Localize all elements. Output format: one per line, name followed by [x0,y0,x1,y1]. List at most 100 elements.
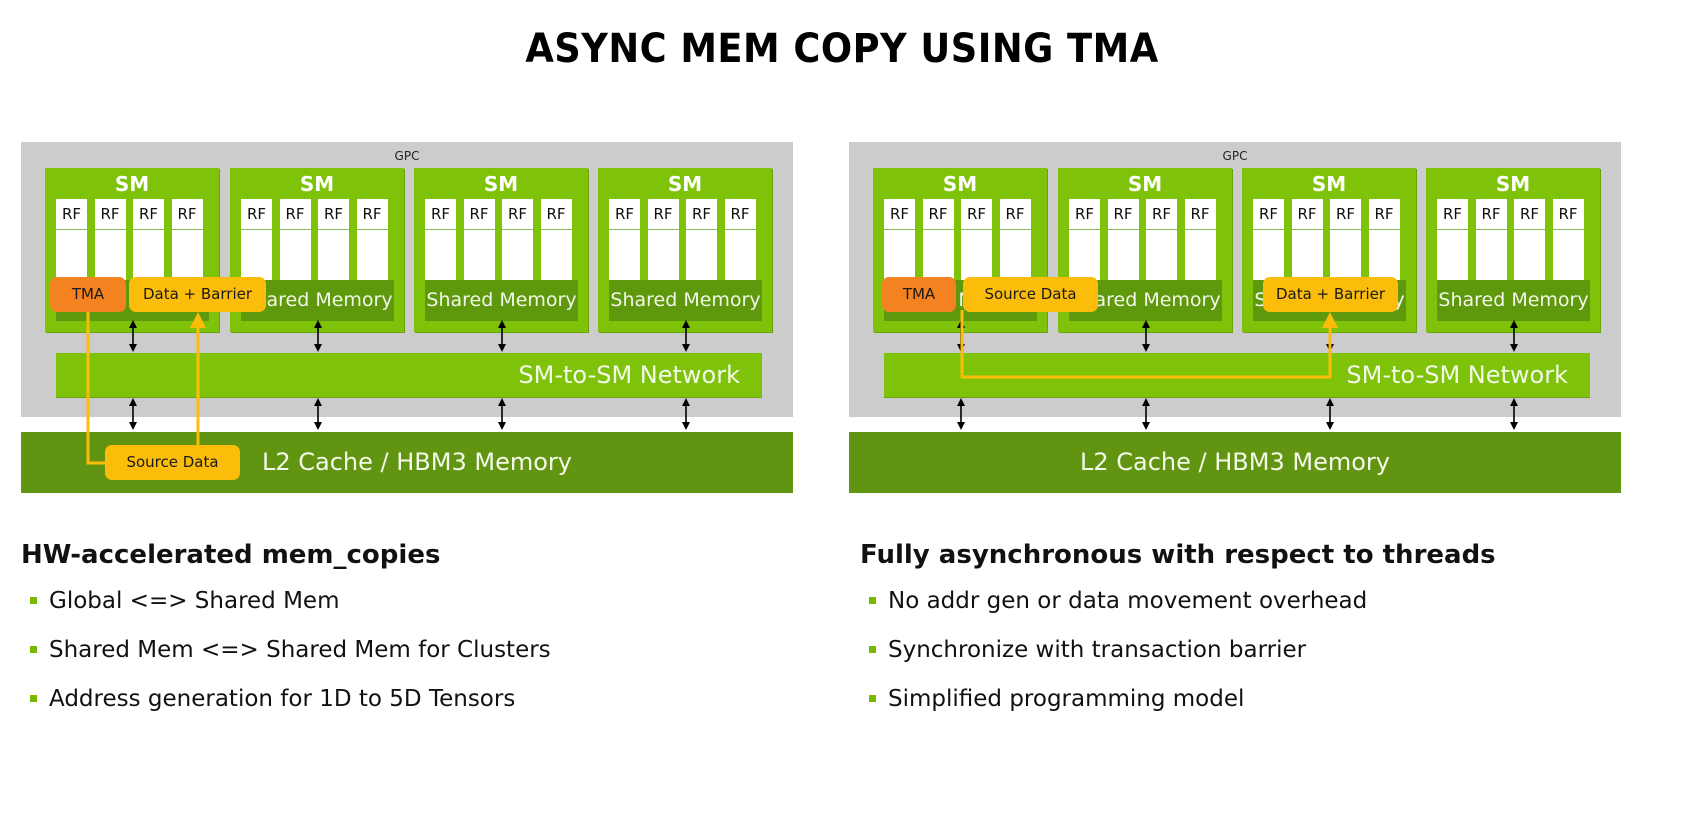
rf-label: RF [279,199,311,230]
register-file: RF [56,199,87,280]
rf-label: RF [1146,199,1177,230]
sm-to-sm-network: SM-to-SM Network [884,353,1590,397]
rf-label: RF [1514,199,1545,230]
rf-label: RF [56,199,87,230]
rf-label: RF [961,199,992,230]
rf-label: RF [94,199,126,230]
register-file: RF [463,199,495,280]
bullet-text: Simplified programming model [888,686,1245,712]
sm-title: SM [1127,172,1163,196]
data-barrier-chip: Data + Barrier [129,277,266,312]
register-file: RF [1253,199,1284,280]
source-to-barrier-path [190,312,206,447]
gpc-label: GPC [394,149,420,163]
bidirectional-arrows [957,320,1518,430]
bullet-text: Synchronize with transaction barrier [888,637,1307,663]
bullet-text: Shared Mem <=> Shared Mem for Clusters [49,637,551,663]
bullet-item: No addr gen or data movement overhead [860,584,1496,633]
tma-chip: TMA [882,277,956,312]
register-file: RF [94,199,126,280]
register-file: RF [425,199,456,280]
double-arrow-icon [682,320,690,352]
rf-label: RF [171,199,203,230]
double-arrow-icon [314,320,322,352]
sm-title: SM [114,172,150,196]
bullet-text: Address generation for 1D to 5D Tensors [49,686,516,712]
register-file: RF [1184,199,1216,280]
l2-label: L2 Cache / HBM3 Memory [1080,448,1390,476]
section-heading: HW-accelerated mem_copies [21,540,441,570]
bullet-square-icon [869,646,876,653]
register-file: RF [356,199,388,280]
slide-title: ASYNC MEM COPY USING TMA [525,26,1159,72]
rf-label: RF [1475,199,1507,230]
double-arrow-icon [682,398,690,430]
register-file: RF [1291,199,1323,280]
register-file: RF [540,199,572,280]
register-file: RF [241,199,272,280]
shared-memory: Shared Memory [425,280,578,321]
network-label: SM-to-SM Network [518,361,740,389]
register-file: RF [999,199,1031,280]
bullet-list: Global <=> Shared Mem Shared Mem <=> Sha… [21,584,551,731]
sm-to-sm-transfer-line [960,310,1332,379]
gpc-label: GPC [1222,149,1248,163]
source-data-chip: Source Data [963,277,1098,312]
bullet-square-icon [869,695,876,702]
arrowhead-up-icon [1322,312,1338,328]
sm-title: SM [483,172,519,196]
bullet-item: Synchronize with transaction barrier [860,633,1496,682]
bullet-text: Global <=> Shared Mem [49,588,340,614]
bullet-square-icon [30,646,37,653]
register-file: RF [1437,199,1468,280]
flow-overlay [86,312,690,465]
rf-label: RF [1368,199,1400,230]
bullet-item: Address generation for 1D to 5D Tensors [21,682,551,731]
register-file: RF [1146,199,1177,280]
rf-label: RF [686,199,717,230]
register-file: RF [1514,199,1545,280]
rf-label: RF [1437,199,1468,230]
rf-label: RF [1069,199,1100,230]
register-file: RF [884,199,915,280]
register-file: RF [1330,199,1361,280]
register-file: RF [1368,199,1400,280]
source-to-barrier-path [960,310,1338,379]
network-label: SM-to-SM Network [1346,361,1568,389]
register-file: RF [647,199,679,280]
register-file: RF [502,199,533,280]
rf-label: RF [884,199,915,230]
double-arrow-icon [1142,320,1150,352]
register-file: RF [133,199,164,280]
register-file: RF [922,199,954,280]
l2-label: L2 Cache / HBM3 Memory [262,448,572,476]
double-arrow-icon [1142,398,1150,430]
bullet-item: Simplified programming model [860,682,1496,731]
register-file: RF [1552,199,1584,280]
tma-to-source-path [86,312,107,465]
rf-label: RF [1184,199,1216,230]
rf-label: RF [609,199,640,230]
sm-title: SM [942,172,978,196]
rf-label: RF [1291,199,1323,230]
tma-chip: TMA [50,277,126,312]
rf-label: RF [1330,199,1361,230]
section-heading: Fully asynchronous with respect to threa… [860,540,1496,570]
rf-label: RF [241,199,272,230]
double-arrow-icon [498,398,506,430]
rf-label: RF [356,199,388,230]
sm-title: SM [667,172,703,196]
rf-label: RF [1552,199,1584,230]
tma-to-source-line [86,312,107,465]
register-file: RF [279,199,311,280]
double-arrow-icon [498,320,506,352]
bidirectional-arrows [129,320,690,430]
register-file: RF [318,199,349,280]
shared-memory: Shared Memory [609,280,762,321]
rf-label: RF [1253,199,1284,230]
